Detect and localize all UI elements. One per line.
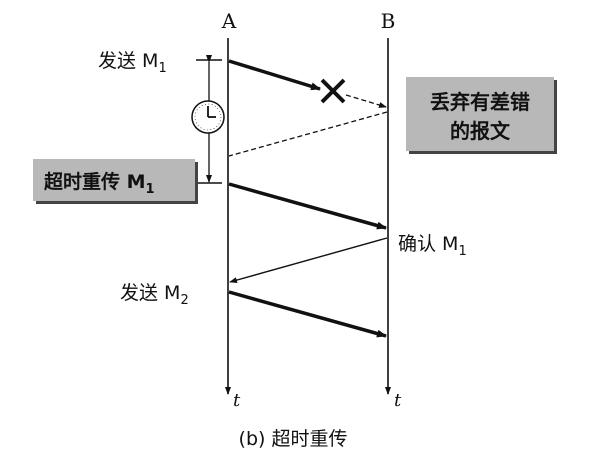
timeout-retx-label: 超时重传 M1 <box>43 170 155 197</box>
no-ack-dashed <box>228 111 388 157</box>
m1-retx-arrow <box>228 182 387 230</box>
send-m1-label: 发送 M1 <box>98 50 167 76</box>
timeout-box <box>33 159 195 201</box>
node-a-label: A <box>221 9 237 33</box>
send-m2-label: 发送 M2 <box>120 282 189 308</box>
caption: (b) 超时重传 <box>239 428 348 450</box>
clock-icon <box>191 100 225 134</box>
m1-dashed-arrow <box>345 94 387 108</box>
time-axis-b: t <box>394 390 402 411</box>
m2-arrow <box>228 290 387 338</box>
error-x-icon <box>320 78 346 104</box>
time-axis-a: t <box>233 390 241 411</box>
discard-line1: 丢弃有差错 <box>430 90 530 114</box>
ack-m1-arrow <box>229 237 388 283</box>
m1-arrow-lost <box>228 59 321 91</box>
discard-box <box>406 77 554 151</box>
node-b-label: B <box>381 9 396 33</box>
discard-line2: 的报文 <box>450 119 511 143</box>
ack-m1-label: 确认 M1 <box>398 233 467 259</box>
